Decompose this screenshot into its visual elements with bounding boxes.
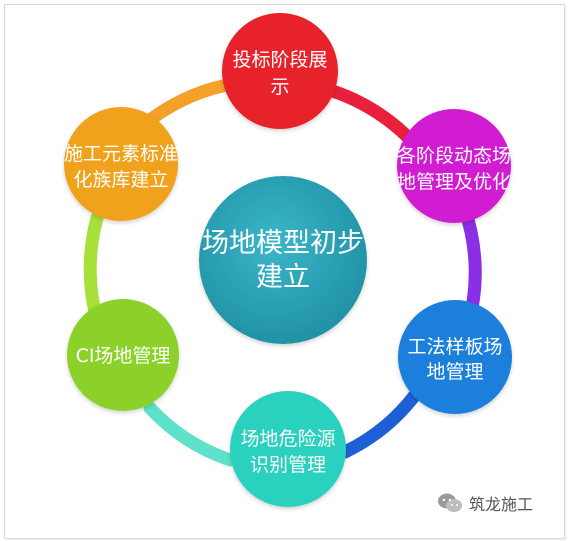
- node-right-bottom-line1: 工法样板场: [407, 336, 502, 358]
- watermark-text: 筑龙施工: [469, 495, 534, 514]
- wechat-icon: [438, 493, 462, 512]
- node-left-bottom: CI场地管理: [67, 299, 179, 411]
- center-node: 场地模型初步 建立: [199, 176, 367, 344]
- node-right-bottom-line2: 地管理: [426, 361, 483, 383]
- node-left-top-line2: 化族库建立: [73, 169, 168, 191]
- ring-arc-bottom-left: [143, 401, 237, 467]
- node-right-top-line2: 地管理及优化: [397, 171, 511, 193]
- node-bottom-line2: 识别管理: [250, 454, 326, 476]
- node-left-top: 施工元素标准 化族库建立: [64, 107, 178, 221]
- node-left-bottom-line1: CI场地管理: [76, 345, 171, 367]
- node-top-line2: 示: [270, 76, 289, 98]
- node-top-line1: 投标阶段展: [232, 49, 327, 71]
- node-right-bottom: 工法样板场 地管理: [398, 300, 512, 414]
- ring-arc-bottom-right: [338, 388, 422, 459]
- center-label-line1: 场地模型初步: [202, 228, 364, 259]
- node-bottom-line1: 场地危险源: [240, 428, 335, 450]
- watermark: 筑龙施工: [437, 490, 533, 516]
- node-bottom: 场地危险源 识别管理: [230, 391, 346, 507]
- node-right-top: 各阶段动态场 地管理及优化: [397, 109, 511, 223]
- center-label-line2: 建立: [256, 262, 310, 293]
- node-top: 投标阶段展 示: [222, 13, 338, 129]
- node-left-top-line1: 施工元素标准: [64, 143, 178, 165]
- node-right-top-line1: 各阶段动态场: [397, 145, 511, 167]
